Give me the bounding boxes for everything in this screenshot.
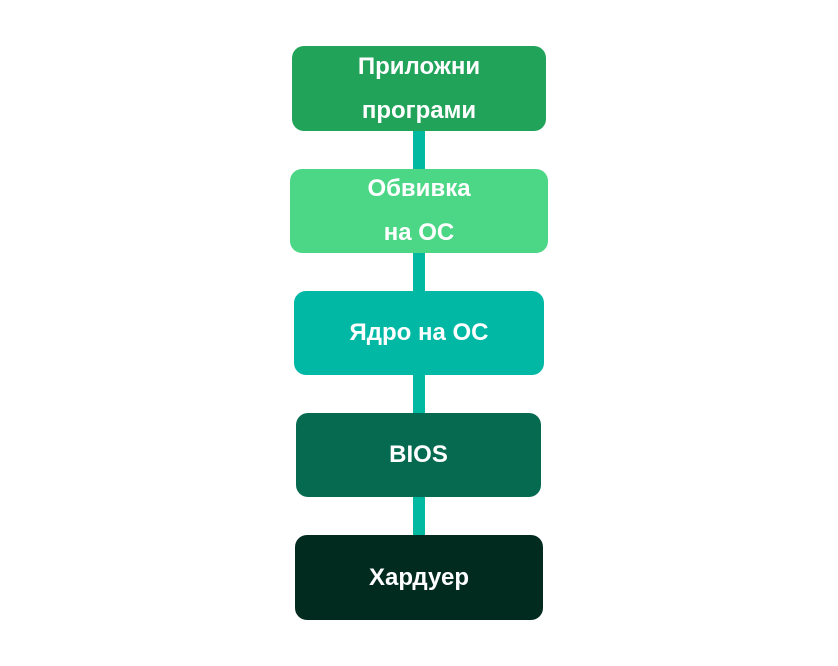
layer-os-shell: Обвивка на ОС [290, 169, 548, 253]
layer-label: Приложни програми [357, 52, 481, 124]
layer-application-programs: Приложни програми [292, 46, 546, 131]
layer-label: Хардуер [369, 563, 469, 591]
layer-label: Обвивка на ОС [367, 175, 471, 246]
connector-4 [413, 497, 425, 535]
connector-2 [413, 253, 425, 291]
layer-os-kernel: Ядро на ОС [294, 291, 544, 375]
layer-hardware: Хардуер [295, 535, 543, 620]
connector-1 [413, 131, 425, 169]
connector-3 [413, 375, 425, 413]
layer-label: Ядро на ОС [349, 319, 489, 346]
layer-label: BIOS [389, 441, 448, 468]
layer-bios: BIOS [296, 413, 541, 497]
